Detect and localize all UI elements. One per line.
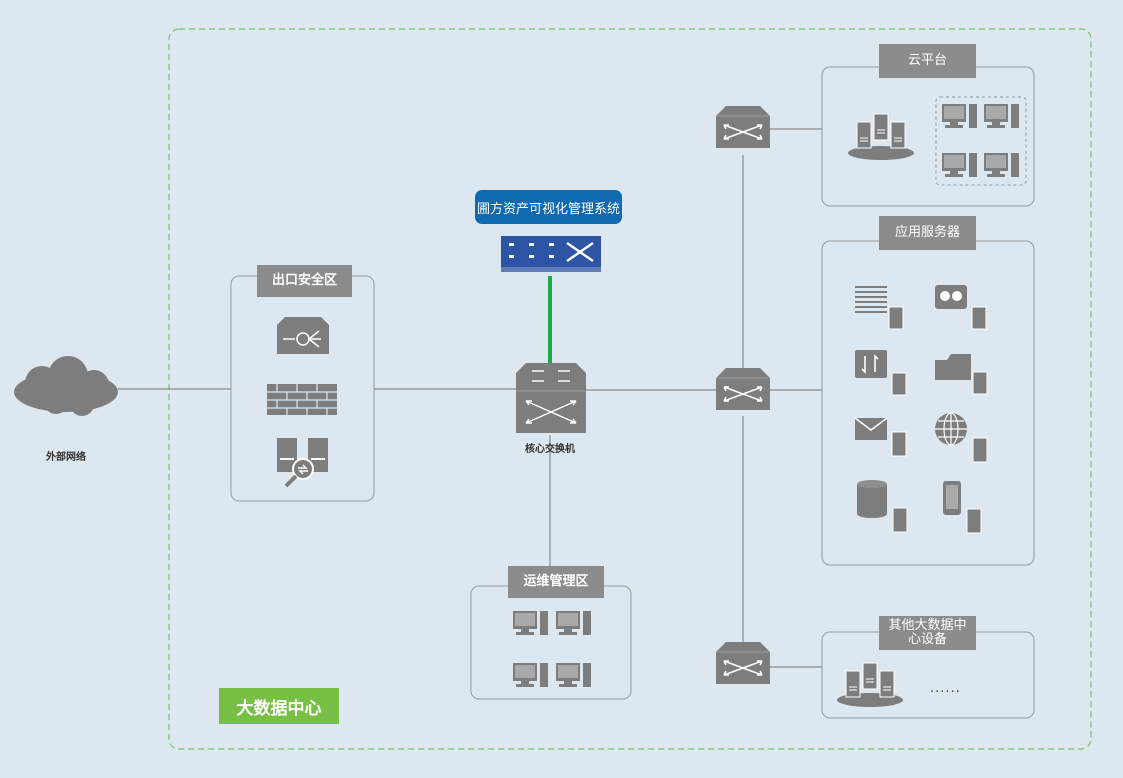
load-balancer-icon [277,317,329,354]
server-cluster-icon [837,662,903,707]
cloud-icon [14,356,118,416]
switch-icon [715,641,771,685]
file-server-icon [855,350,907,396]
core-switch-icon [516,363,586,433]
external-network-label: 外部网络 [46,452,86,463]
switch-icon [715,105,771,149]
management-system-label: 圃方资产可视化管理系统 [475,190,622,224]
mobile-server-icon [943,481,982,534]
firewall-icon [267,384,337,415]
asset-appliance-icon [501,236,601,272]
voice-server-icon [935,285,987,330]
server-cluster-icon [848,113,914,160]
more-devices-ellipsis: ...... [930,681,961,696]
ops-zone-label: 运维管理区 [508,566,604,598]
web-server-icon [855,286,904,330]
audit-server-icon [277,438,328,488]
exit-security-zone-label: 出口安全区 [257,265,352,297]
database-server-icon [857,480,908,533]
core-switch-label: 核心交换机 [525,444,575,455]
data-center-label: 大数据中心 [219,688,339,724]
cloud-platform-label: 云平台 [879,44,976,78]
folder-server-icon [935,354,988,395]
switch-icon [715,367,771,411]
mail-server-icon [854,417,907,457]
web-globe-icon [935,412,988,463]
other-devices-label: 其他大数据中心设备 [879,616,976,650]
app-servers-label: 应用服务器 [879,216,976,250]
